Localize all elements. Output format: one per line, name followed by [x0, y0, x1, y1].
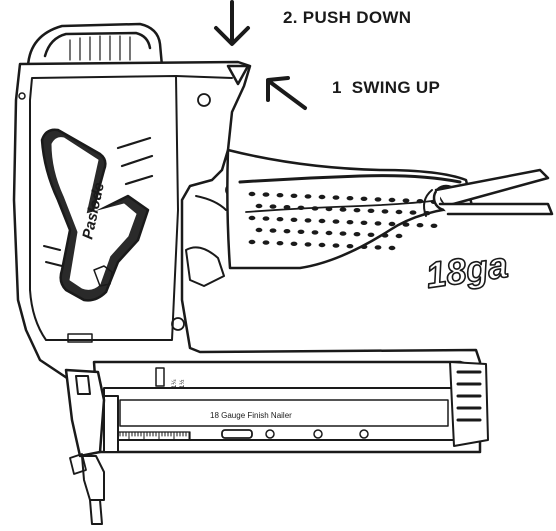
grip-dot	[304, 242, 312, 247]
grip-dot	[395, 209, 403, 215]
grip-dot	[332, 219, 340, 224]
step-2-label: 2. PUSH DOWN	[283, 8, 411, 28]
grip-dot	[402, 222, 410, 227]
grip-dot	[318, 218, 326, 224]
grip-dot	[262, 216, 270, 221]
grip-dot	[290, 217, 298, 222]
grip-dot	[332, 195, 340, 200]
grip-dot	[304, 218, 312, 223]
grip-dot	[283, 205, 291, 210]
grip-dot	[367, 232, 375, 237]
grip-dot	[409, 210, 417, 215]
grip-dot	[276, 217, 284, 222]
grip-dot	[339, 207, 347, 212]
grip-dot	[262, 240, 270, 245]
grip-dot	[360, 244, 368, 249]
grip-dot	[276, 241, 284, 246]
top-cap	[26, 22, 164, 68]
grip-dot	[332, 243, 340, 248]
nose-piece	[64, 368, 106, 525]
depth-scale-mark-1: 1¼	[172, 379, 178, 388]
trigger-lock-lever	[423, 168, 554, 217]
grip-dot	[353, 208, 361, 213]
grip-dot	[374, 221, 382, 226]
grip-dot	[388, 197, 396, 203]
grip-dot	[297, 229, 305, 234]
grip-dot	[297, 205, 305, 210]
grip-dot	[416, 199, 424, 204]
grip-dot	[248, 191, 256, 197]
grip-dot	[269, 228, 277, 233]
grip-dot	[353, 232, 361, 237]
grip-dot	[367, 208, 375, 213]
step-1-text: SWING UP	[351, 78, 441, 97]
grip-dot	[325, 230, 333, 236]
grip-dot	[276, 193, 284, 198]
grip-dot	[325, 206, 333, 212]
grip-dot	[381, 209, 389, 214]
grip-dot	[255, 227, 263, 233]
grip-dot	[248, 239, 256, 245]
grip-dot	[318, 194, 326, 200]
push-down-arrow-icon	[214, 0, 250, 46]
grip-dot	[374, 245, 382, 250]
grip-dot	[311, 206, 319, 211]
grip-dot	[290, 241, 298, 246]
step-1-label: 1 SWING UP	[332, 78, 440, 98]
grip-dot	[395, 233, 403, 239]
grip-dots	[248, 191, 438, 251]
grip-dot	[388, 221, 396, 227]
grip-dot	[430, 223, 438, 228]
magazine-label: 18 Gauge Finish Nailer	[210, 411, 292, 420]
step-1-number: 1	[332, 78, 342, 97]
grip-dot	[262, 192, 270, 197]
grip-dot	[318, 242, 326, 248]
magazine: 1¼ 1½ 18 Gauge Finish Nailer	[92, 360, 489, 454]
grip-dot	[388, 245, 396, 251]
grip-dot	[248, 215, 256, 221]
grip-dot	[304, 194, 312, 199]
swing-up-arrow-icon	[266, 76, 307, 110]
handle-grip: 18ga	[226, 148, 511, 297]
grip-dot	[346, 220, 354, 225]
grip-dot	[381, 233, 389, 238]
grip-dot	[374, 197, 382, 202]
grip-dot	[360, 196, 368, 201]
grip-dot	[402, 198, 410, 203]
step-2-text: 2. PUSH DOWN	[283, 8, 412, 27]
grip-dot	[346, 196, 354, 201]
brand-logo-panel: Paslode	[40, 128, 154, 302]
grip-dot	[360, 220, 368, 225]
grip-dot	[269, 204, 277, 209]
grip-dot	[290, 193, 298, 198]
grip-dot	[283, 229, 291, 234]
depth-scale-mark-2: 1½	[179, 380, 186, 388]
grip-dot	[339, 231, 347, 236]
grip-dot	[311, 230, 319, 235]
gauge-badge: 18ga	[423, 244, 510, 296]
grip-dot	[346, 244, 354, 249]
grip-dot	[255, 203, 263, 209]
grip-dot	[416, 223, 424, 228]
